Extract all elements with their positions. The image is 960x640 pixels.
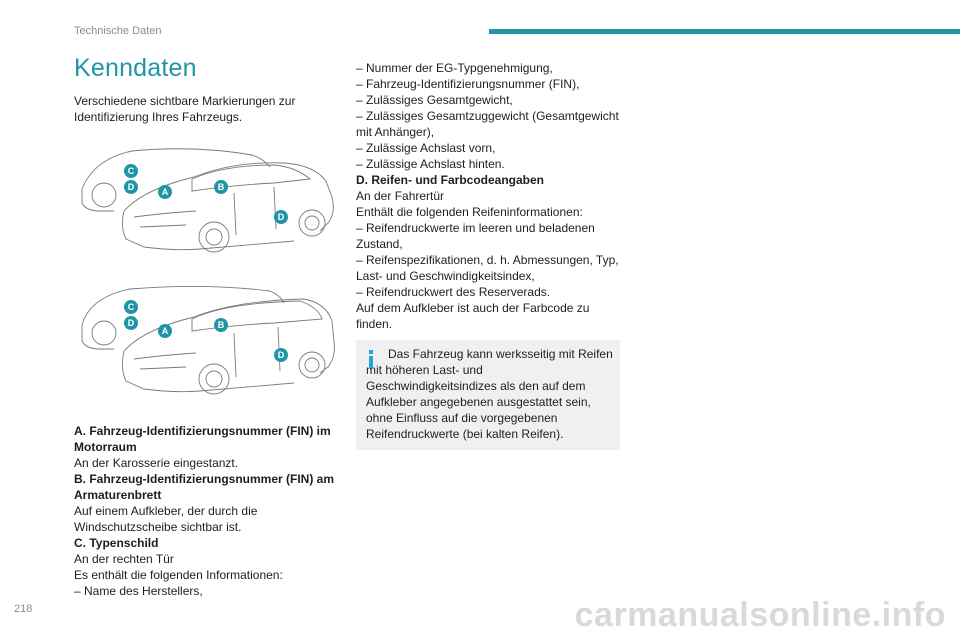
marker-b: B [214, 180, 228, 194]
sedan-drawing [81, 148, 334, 253]
right-column: – Nummer der EG-Typgenehmigung, – Fahrze… [356, 60, 620, 450]
text-b: Auf einem Aufkleber, der durch die Winds… [74, 504, 258, 534]
marker-d: D [124, 316, 138, 330]
text-c-intro: Es enthält die folgenden Informationen: [74, 568, 283, 582]
marker-b: B [214, 318, 228, 332]
list-item: – Reifenspezifikationen, d. h. Abmessung… [356, 253, 619, 283]
car-illustration-sedan: C D A B D [74, 131, 344, 259]
list-item: – Reifendruckwert des Reserverads. [356, 285, 551, 299]
header-section-title: Technische Daten [74, 25, 162, 37]
info-note-box: Das Fahrzeug kann werksseitig mit Reifen… [356, 340, 620, 450]
car-illustration-estate: C D A B D [74, 273, 344, 401]
marker-d: D [124, 180, 138, 194]
list-item: – Zulässige Achslast hinten. [356, 157, 505, 171]
list-item: – Name des Herstellers, [74, 584, 203, 598]
list-item: – Fahrzeug-Identifizierungsnummer (FIN), [356, 77, 580, 91]
marker-c: C [124, 300, 138, 314]
heading-b: B. Fahrzeug-Identifizierungsnummer (FIN)… [74, 472, 335, 502]
info-icon [366, 350, 376, 368]
text-d-location: An der Fahrertür [356, 189, 445, 203]
page-title: Kenndaten [74, 54, 197, 82]
list-item: – Zulässiges Gesamtzuggewicht (Gesamtgew… [356, 109, 619, 139]
page-number: 218 [14, 603, 33, 615]
heading-a: A. Fahrzeug-Identifizierungsnummer (FIN)… [74, 424, 331, 454]
info-note-text: Das Fahrzeug kann werksseitig mit Reifen… [366, 347, 613, 441]
marker-c: C [124, 164, 138, 178]
text-d-intro: Enthält die folgenden Reifeninformatione… [356, 205, 583, 219]
text-a: An der Karosserie eingestanzt. [74, 456, 239, 470]
heading-c: C. Typenschild [74, 536, 159, 550]
marker-a: A [158, 324, 172, 338]
left-column: Kenndaten Verschiedene sichtbare Markier… [74, 54, 344, 599]
watermark-logo: carmanualsonline.info [574, 596, 946, 634]
heading-d: D. Reifen- und Farbcodeangaben [356, 173, 545, 187]
intro-text: Verschiedene sichtbare Markierungen zur … [74, 94, 296, 124]
marker-d-rear: D [274, 210, 288, 224]
list-item: – Reifendruckwerte im leeren und beladen… [356, 221, 595, 251]
text-c-location: An der rechten Tür [74, 552, 174, 566]
header-accent-bar [489, 29, 960, 34]
estate-drawing [81, 285, 335, 395]
text-color-code: Auf dem Aufkleber ist auch der Farbcode … [356, 301, 590, 331]
marker-a: A [158, 185, 172, 199]
marker-d-rear: D [274, 348, 288, 362]
identification-list-left: A. Fahrzeug-Identifizierungsnummer (FIN)… [74, 423, 344, 599]
list-item: – Nummer der EG-Typgenehmigung, [356, 61, 553, 75]
list-item: – Zulässiges Gesamtgewicht, [356, 93, 513, 107]
list-item: – Zulässige Achslast vorn, [356, 141, 496, 155]
